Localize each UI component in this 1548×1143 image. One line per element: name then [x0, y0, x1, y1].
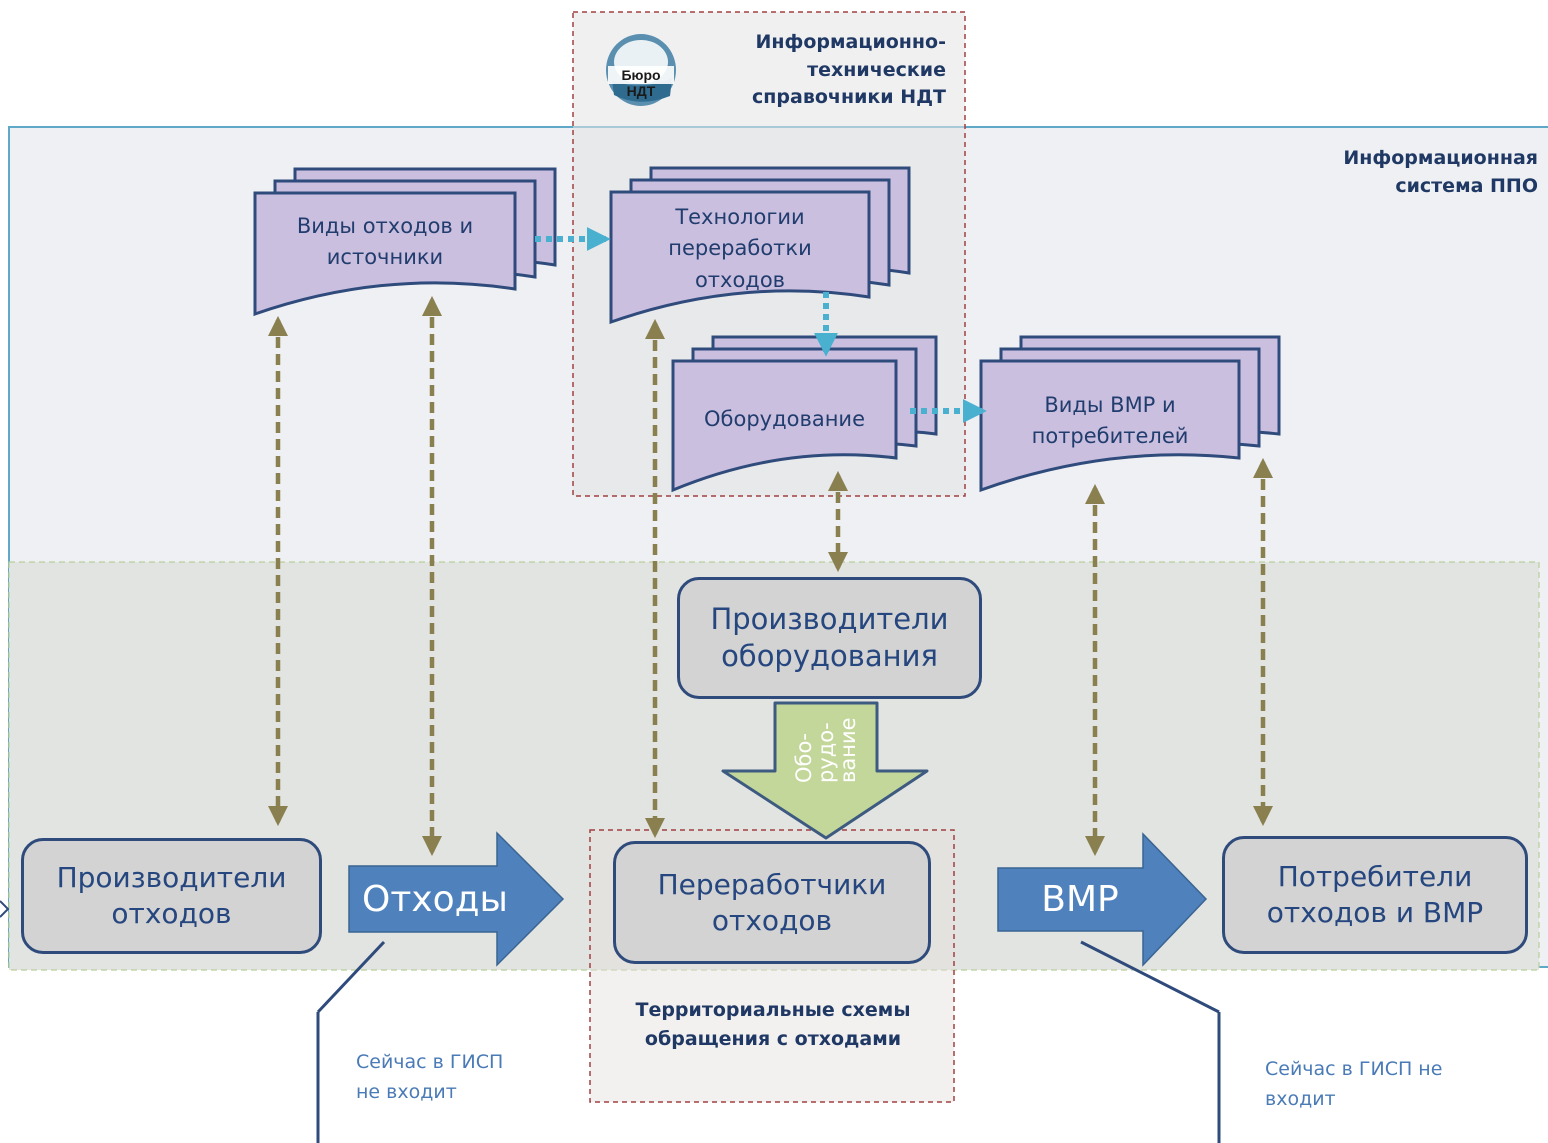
- equipment-flow-arrow: [721, 701, 929, 840]
- doc-stack-waste-types: [253, 167, 557, 317]
- left-edge-chevron-icon: [0, 900, 10, 918]
- doc-label-secondary-resources: Виды ВМР и потребителей: [1031, 392, 1189, 449]
- doc-stack-equipment: [671, 335, 938, 493]
- territorial-title: Территориальные схемы обращения с отхода…: [635, 999, 911, 1050]
- ndt-title: Информационно- технические справочники Н…: [752, 31, 946, 109]
- waste-producers-box: Производители отходов: [21, 838, 322, 954]
- ppo-title: Информационная система ППО: [1343, 147, 1538, 197]
- waste-arrow-label: Отходы: [362, 878, 508, 920]
- equipment-producers-box: Производители оборудования: [677, 577, 982, 699]
- right-callout-line: [1080, 940, 1221, 1143]
- right-note: Сейчас в ГИСП не входит: [1265, 1058, 1443, 1111]
- left-note: Сейчас в ГИСП не входит: [356, 1051, 504, 1104]
- doc-stack-technologies: [609, 166, 911, 325]
- left-callout-line: [316, 940, 386, 1143]
- vmr-flow-arrow: [997, 832, 1208, 967]
- ndt-logo-text: Бюро НДТ: [621, 67, 661, 99]
- doc-stack-secondary-resources: [979, 335, 1281, 493]
- consumers-box: Потребители отходов и ВМР: [1222, 836, 1528, 954]
- doc-label-equipment: Оборудование: [704, 407, 865, 432]
- equipment-arrow-label: Обо- рудо- вание: [791, 717, 861, 783]
- processors-box: Переработчики отходов: [613, 841, 931, 964]
- vmr-arrow-label: ВМР: [1041, 878, 1119, 920]
- waste-flow-arrow: [348, 831, 565, 967]
- doc-label-technologies: Технологии переработки отходов: [668, 204, 812, 292]
- ndt-logo: [606, 34, 676, 106]
- doc-label-waste-types: Виды отходов и источники: [296, 213, 474, 270]
